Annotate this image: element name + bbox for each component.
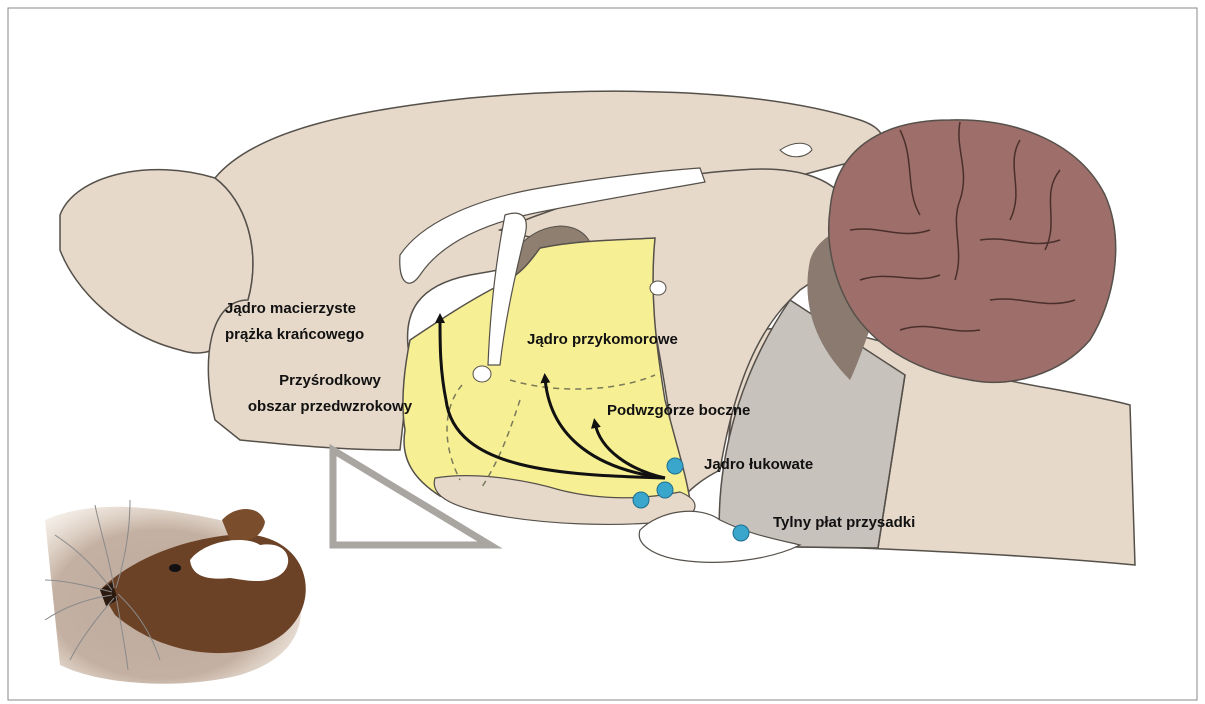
label-bnst-line1: Jądro macierzyste bbox=[225, 296, 364, 322]
mouse-head-icon bbox=[45, 500, 306, 684]
label-mpoa: Przyśrodkowy obszar przedwzrokowy bbox=[218, 368, 442, 420]
label-bnst-line2: prążka krańcowego bbox=[225, 322, 364, 348]
label-pp: Tylny płat przysadki bbox=[773, 510, 915, 536]
label-mpoa-line2: obszar przedwzrokowy bbox=[218, 394, 442, 420]
pituitary-neuron bbox=[733, 525, 749, 541]
label-pvn: Jądro przykomorowe bbox=[527, 327, 678, 353]
label-lh: Podwzgórze boczne bbox=[607, 398, 750, 424]
label-bnst: Jądro macierzyste prążka krańcowego bbox=[225, 296, 364, 348]
arcuate-neuron bbox=[657, 482, 673, 498]
arcuate-neuron bbox=[633, 492, 649, 508]
label-arc: Jądro łukowate bbox=[704, 452, 813, 478]
anterior-commissure bbox=[473, 366, 491, 382]
small-ventricle bbox=[650, 281, 666, 295]
mouse-eye bbox=[169, 564, 181, 572]
label-mpoa-line1: Przyśrodkowy bbox=[218, 368, 442, 394]
arcuate-neuron bbox=[667, 458, 683, 474]
